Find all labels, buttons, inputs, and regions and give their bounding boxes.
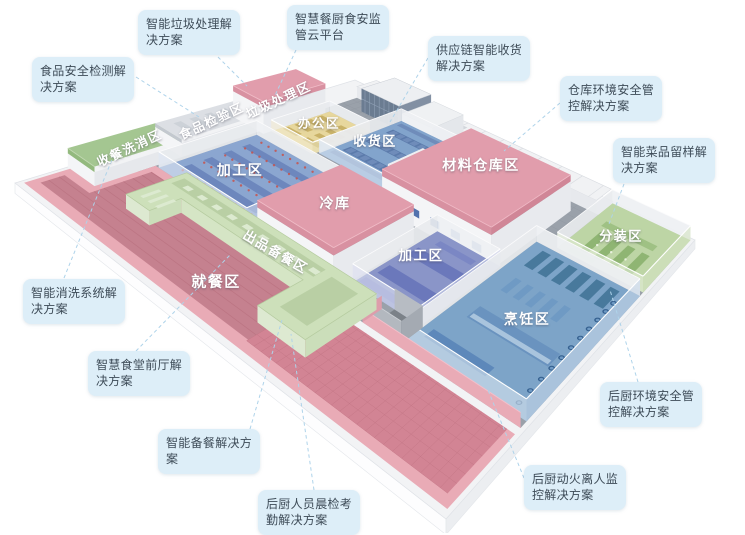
callout-c1: 智能垃圾处理解 决方案 <box>138 10 241 56</box>
leader-c9 <box>249 319 283 430</box>
callout-c9: 智能备餐解决方 案 <box>158 429 261 475</box>
zone-label-jiagong2: 加工区 <box>398 248 444 263</box>
callout-c2: 智慧餐厨食安监 管云平台 <box>287 5 390 51</box>
zone-label-fenzhuang: 分装区 <box>599 228 643 244</box>
leader-c4 <box>389 57 429 123</box>
leader-c6 <box>608 183 625 225</box>
zone-label-pengren: 烹饪区 <box>503 311 551 327</box>
room-processing1 <box>158 120 342 226</box>
zone-label-shouhuo: 收货区 <box>353 133 397 149</box>
leader-c11 <box>609 289 639 383</box>
zone-label-bangong: 办公区 <box>297 116 341 131</box>
callout-c5: 仓库环境安全管 控解决方案 <box>560 76 663 122</box>
leader-c10 <box>290 333 315 491</box>
leader-c12 <box>487 389 525 479</box>
zone-label-jiagong1: 加工区 <box>216 162 264 178</box>
callout-c10: 后厨人员晨检考 勤解决方案 <box>258 490 361 535</box>
callout-c11: 后厨环境安全管 控解决方案 <box>600 382 703 428</box>
leader-c1 <box>217 56 248 87</box>
serving-corridor <box>125 172 378 358</box>
leader-c2 <box>271 49 297 103</box>
leader-c5 <box>503 102 561 152</box>
leader-c3 <box>135 76 200 118</box>
room-subpack <box>557 189 691 293</box>
callout-c12: 后厨动火离人监 控解决方案 <box>524 465 627 511</box>
callout-c8: 智慧食堂前厅解 决方案 <box>88 351 191 397</box>
callout-c6: 智能菜品留样解 决方案 <box>613 138 716 184</box>
callout-c7: 智能消洗系统解 决方案 <box>23 279 126 325</box>
dining-area <box>24 165 521 510</box>
zone-label-lengku: 冷库 <box>319 195 351 211</box>
callout-c4: 供应链智能收货 解决方案 <box>428 36 531 82</box>
entrance-room <box>372 288 423 344</box>
zone-label-cailiao: 材料仓库区 <box>442 157 520 173</box>
leader-c8 <box>135 254 231 352</box>
callout-c3: 食品安全检测解 决方案 <box>32 57 135 103</box>
zone-label-jiucan: 就餐区 <box>191 273 241 291</box>
leader-c7 <box>63 151 116 279</box>
